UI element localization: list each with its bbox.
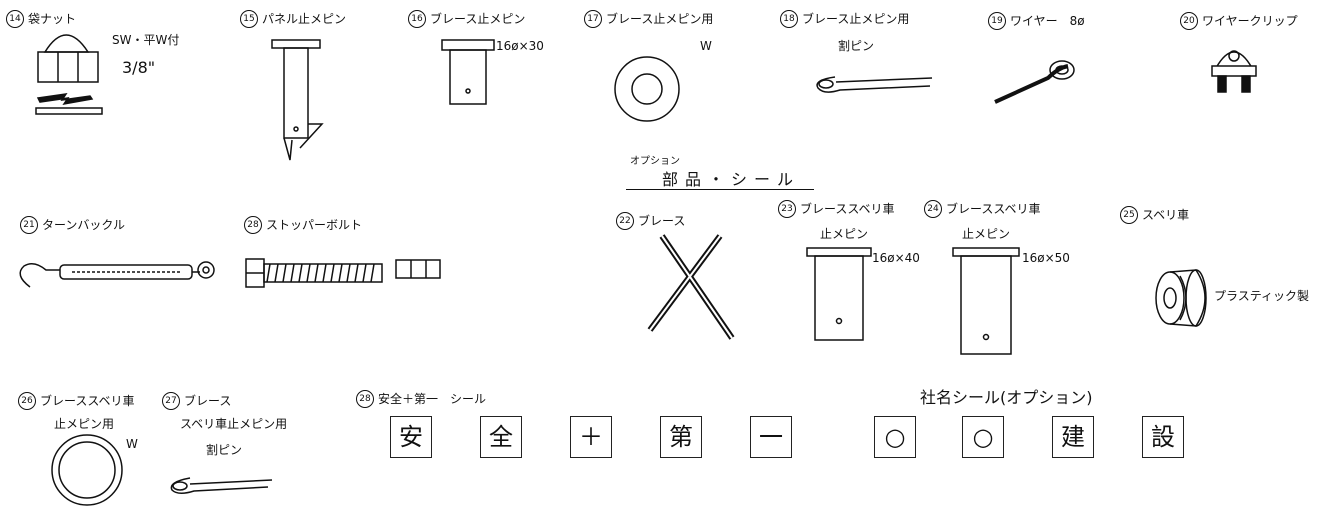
item-26-brace-pulley-washer-label: 26 ブレーススベリ車 [18,392,135,410]
company-seal-ken: 建 [1052,416,1094,458]
item-number: 18 [780,10,798,28]
dim-16x50-note: 16ø×50 [1022,251,1070,265]
item-name: ブレース止メピン [430,12,526,26]
item-number: 17 [584,10,602,28]
section-title-underline [626,189,814,190]
item-name: ブレース [184,394,232,408]
company-seal-setsu: 設 [1142,416,1184,458]
dim-16x40-note: 16ø×40 [872,251,920,265]
w-17-note: W [700,39,712,53]
stopper-bolt-figure [245,258,441,288]
sub-23-note: 止メピン [820,227,869,241]
dim-16x30-note: 16ø×30 [496,39,544,53]
item-name: スベリ車 [1142,208,1190,222]
company-seal-circle-1: ○ [874,416,916,458]
brace-pin-16x30-figure [441,39,495,105]
seal-plus: ＋ [570,416,612,458]
item-number: 20 [1180,12,1198,30]
item-number: 19 [988,12,1006,30]
item-name: ブレース止メピン用 [802,12,910,26]
item-name: パネル止メピン [262,12,347,26]
item-number: 15 [240,10,258,28]
split-pin-18-note: 割ピン [838,39,875,53]
item-name: ターンバックル [42,218,126,232]
item-16-brace-pin-label: 16 ブレース止メピン [408,10,525,28]
item-number: 22 [616,212,634,230]
item-17-brace-pin-washer-label: 17 ブレース止メピン用 [584,10,713,28]
panel-pin-figure [271,39,324,161]
item-name: ワイヤー 8ø [1010,14,1085,28]
sub-27-note: スベリ車止メピン用 [180,417,288,431]
item-number: 14 [6,10,24,28]
turnbuckle-figure [19,261,215,288]
cap-nut-figure [35,34,103,115]
seal-dai: 第 [660,416,702,458]
company-seal-label: 社名シール(オプション) [920,388,1093,407]
item-number: 25 [1120,206,1138,224]
size-3-8-note: 3/8" [122,58,156,77]
seal-zen: 全 [480,416,522,458]
item-name: 袋ナット [28,12,77,26]
item-number: 21 [20,216,38,234]
sub-26-note: 止メピン用 [54,417,115,431]
item-14-cap-nut-label: 14 袋ナット [6,10,76,28]
item-name: ワイヤークリップ [1202,14,1298,28]
sw-washer-note: SW・平W付 [112,33,180,47]
company-seal-circle-2: ○ [962,416,1004,458]
sub-24-note: 止メピン [962,227,1011,241]
item-number: 28 [356,390,374,408]
item-name: ブレーススベリ車 [800,202,895,216]
item-number: 28 [244,216,262,234]
item-number: 27 [162,392,180,410]
item-number: 23 [778,200,796,218]
item-name: ブレーススベリ車 [946,202,1041,216]
plastic-note: プラスティック製 [1214,289,1310,303]
washer-figure [614,56,680,122]
item-25-pulley-label: 25 スベリ車 [1120,206,1189,224]
item-28-stopper-bolt-label: 28 ストッパーボルト [244,216,362,234]
split-pin-small-figure [170,477,273,494]
brace-pin-16x40-figure [806,247,872,341]
item-27-brace-split-pin-label: 27 ブレース [162,392,231,410]
item-name: ブレース [638,214,686,228]
item-name: ストッパーボルト [266,218,363,232]
split-pin-figure [816,76,933,93]
seal-an: 安 [390,416,432,458]
split-pin-27-note: 割ピン [206,443,243,457]
item-23-brace-pulley-pin-label: 23 ブレーススベリ車 [778,200,895,218]
item-number: 26 [18,392,36,410]
wire-figure [994,60,1075,104]
item-number: 16 [408,10,426,28]
brace-x-figure [647,234,735,340]
header-ruby: オプション [630,156,680,167]
item-19-wire-label: 19 ワイヤー 8ø [988,12,1085,30]
item-name: ブレース止メピン用 [606,12,714,26]
washer-small-figure [51,434,123,506]
item-22-brace-label: 22 ブレース [616,212,685,230]
item-number: 24 [924,200,942,218]
seal-ichi: 一 [750,416,792,458]
section-title: 部品・シール [662,170,801,189]
item-name: ブレーススベリ車 [40,394,135,408]
item-21-turnbuckle-label: 21 ターンバックル [20,216,125,234]
pulley-figure [1155,269,1207,327]
brace-pin-16x50-figure [952,247,1020,355]
item-name: 安全＋第一 シール [378,392,487,406]
item-20-wire-clip-label: 20 ワイヤークリップ [1180,12,1298,30]
item-28-safety-seal-label: 28 安全＋第一 シール [356,390,486,408]
w-26-note: W [126,437,138,451]
item-24-brace-pulley-pin-label: 24 ブレーススベリ車 [924,200,1041,218]
item-18-brace-pin-split-label: 18 ブレース止メピン用 [780,10,909,28]
wire-clip-figure [1211,50,1257,93]
item-15-panel-pin-label: 15 パネル止メピン [240,10,346,28]
